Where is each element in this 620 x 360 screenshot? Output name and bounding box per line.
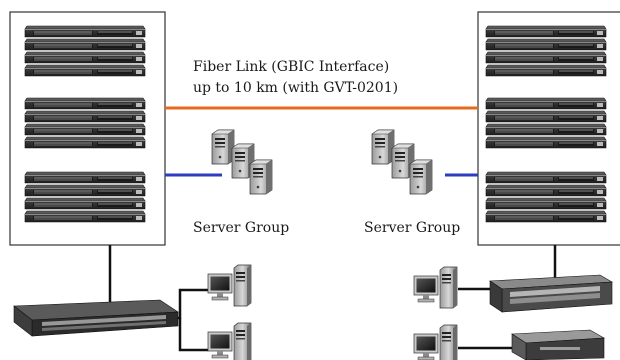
left-server-group-icon — [211, 129, 273, 195]
left-switch-stack-icon — [25, 26, 145, 222]
right-server-group-icon — [371, 129, 433, 195]
server-group-label-right: Server Group — [364, 220, 461, 236]
fiber-link-subtitle: up to 10 km (with GVT-0201) — [193, 80, 399, 96]
right-switch-stack-icon — [486, 26, 606, 222]
left-workstation-icon — [207, 264, 252, 360]
right-desktop-switch-icon — [489, 274, 614, 313]
right-workstation-icon — [413, 266, 458, 360]
left-desktop-switch-icon — [13, 299, 179, 337]
fiber-link-title: Fiber Link (GBIC Interface) — [193, 59, 390, 75]
left-cables — [108, 245, 208, 352]
media-converter-icon — [511, 329, 606, 360]
right-cables — [458, 245, 557, 350]
server-group-label-left: Server Group — [193, 220, 290, 236]
